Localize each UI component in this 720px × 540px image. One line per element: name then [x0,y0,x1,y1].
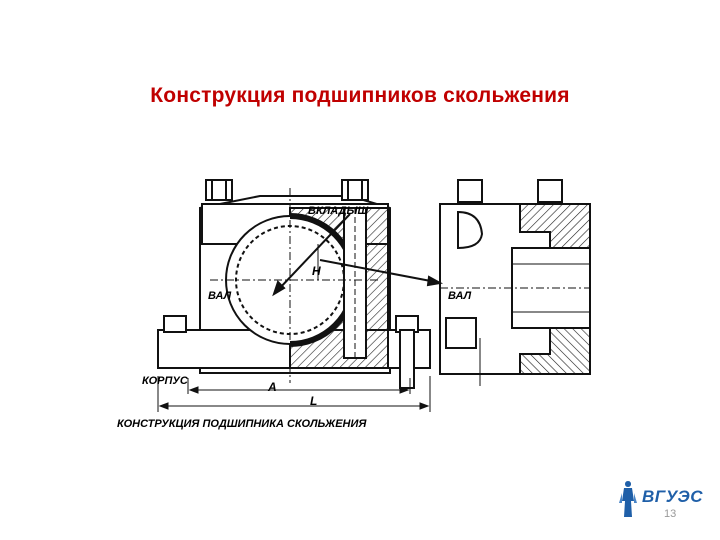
university-logo: ВГУЭС [618,479,710,519]
slide-title: Конструкция подшипников скольжения [150,84,570,107]
figure-icon [619,481,637,517]
leader-arrows [272,213,444,297]
insert-label: ВКЛАДЫШ [308,205,369,217]
housing-label: КОРПУС [142,375,188,387]
front-view [157,179,431,389]
bearing-drawing [157,179,591,412]
dimension-lines [157,376,431,412]
dimension-a: A [268,380,277,394]
side-view [439,179,591,386]
logo-text: ВГУЭС [642,487,703,506]
shaft-label-right: ВАЛ [448,290,472,302]
dimension-h: H [312,264,321,278]
shaft-label-left: ВАЛ [208,290,232,302]
dimension-l: L [310,394,318,408]
diagram-caption: КОНСТРУКЦИЯ ПОДШИПНИКА СКОЛЬЖЕНИЯ [117,418,367,430]
page-number: 13 [664,508,677,520]
